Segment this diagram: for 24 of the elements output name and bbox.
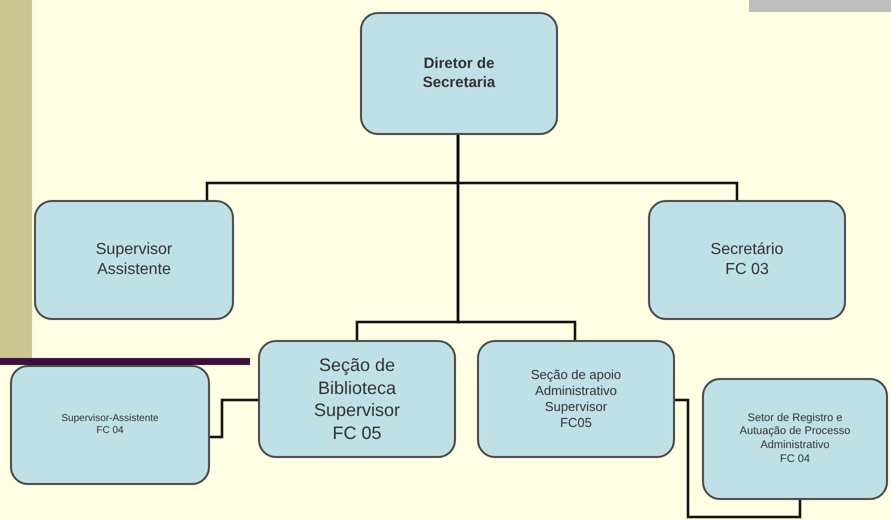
role-text: Supervisor — [544, 399, 608, 416]
role-box — [702, 378, 888, 500]
connector-line — [675, 398, 802, 518]
role-text: Setor de Registro e Autuação de Processo Administrativo — [738, 412, 852, 453]
connector-line — [456, 135, 576, 340]
role-text: Supervisor Assistente — [94, 240, 174, 280]
connector-line — [210, 398, 258, 438]
role-text: Secretário — [710, 240, 784, 260]
role-box — [648, 200, 846, 320]
role-text: FC05 — [560, 415, 592, 432]
role-box — [360, 12, 558, 135]
role-text: FC 04 — [96, 425, 124, 438]
role-text: Seção de Biblioteca — [316, 354, 398, 399]
role-text: FC 03 — [725, 260, 769, 280]
role-box — [10, 365, 210, 485]
role-text: FC 04 — [780, 452, 810, 466]
role-box — [34, 200, 234, 320]
role-text: Supervisor-Assistente — [61, 412, 159, 425]
role-text: Diretor de Secretaria — [422, 54, 496, 92]
role-text: FC 05 — [332, 422, 382, 444]
role-box — [258, 340, 456, 458]
role-text: Seção de apoio Administrativo — [530, 366, 622, 399]
role-text: Supervisor — [314, 399, 400, 422]
role-box — [477, 340, 675, 458]
